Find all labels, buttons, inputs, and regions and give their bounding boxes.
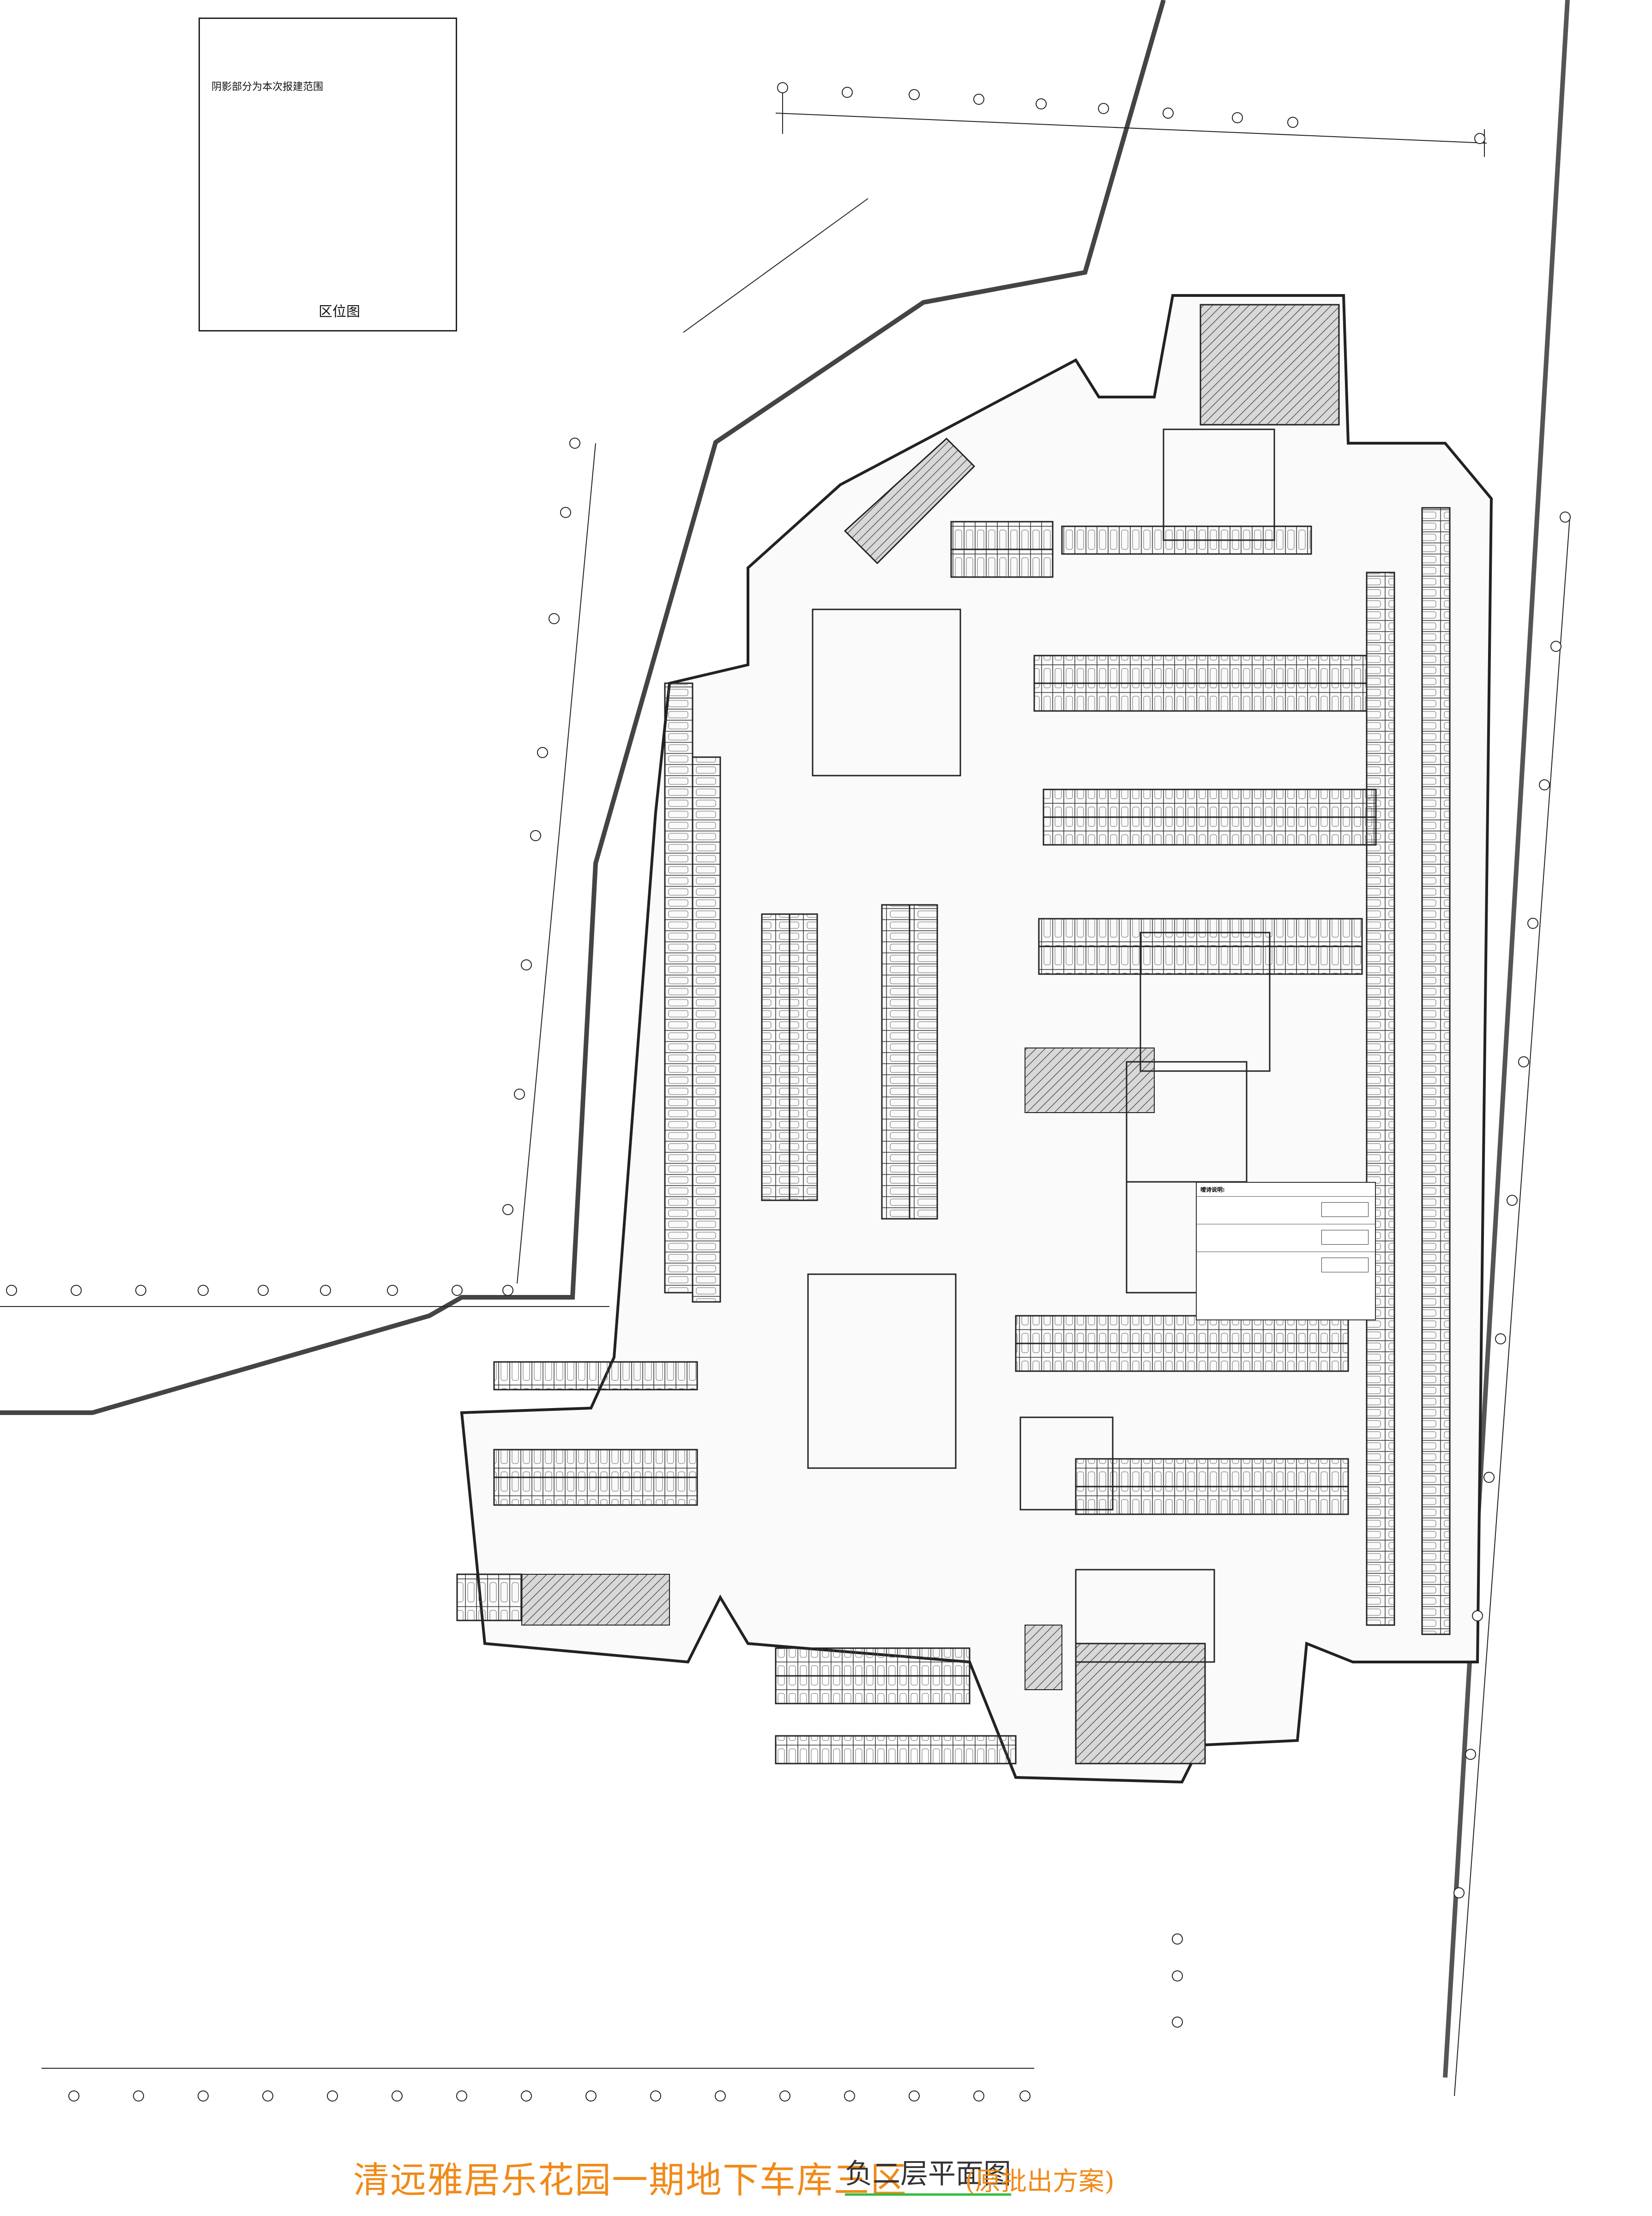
site-boundary-line	[0, 0, 1166, 1415]
legend-row	[1197, 1196, 1375, 1224]
hatched-bottom-left	[1025, 1625, 1062, 1690]
garage-outline	[460, 294, 1493, 1784]
legend-row	[1197, 1224, 1375, 1252]
grid-bubbles	[6, 82, 1571, 2102]
drawing-note: (原批出方案)	[965, 2167, 1115, 2197]
site-boundary-right	[1443, 0, 1570, 2078]
parking-rows	[456, 507, 1451, 1764]
key-plan-title: 区位图	[319, 304, 360, 320]
top-dimension	[775, 90, 1487, 157]
hatched-bottom-strip	[521, 1574, 670, 1626]
legend-symbol	[1321, 1230, 1369, 1245]
diagonal-dimension	[683, 198, 868, 333]
key-plan-box	[199, 18, 457, 331]
legend-row	[1197, 1252, 1375, 1279]
hatched-core-bottom	[1075, 1643, 1206, 1764]
drawing-title: 清远雅居乐花园一期地下车库三区	[353, 2160, 908, 2201]
legend-heading: 嗳诗说明:	[1200, 1186, 1225, 1193]
legend-symbol	[1321, 1202, 1369, 1217]
hatched-core-top	[1200, 304, 1340, 426]
legend-symbol	[1321, 1258, 1369, 1272]
core-rooms	[807, 428, 1275, 1663]
hatched-ramp-top	[844, 437, 976, 565]
key-plan-label: 阴影部分为本次报建范围	[211, 81, 324, 93]
hatched-core-mid	[1025, 1048, 1155, 1113]
drawing-subtitle: 负二层平面图	[845, 2151, 1011, 2196]
left-dimension	[0, 443, 1570, 2096]
legend-box: 嗳诗说明:	[1196, 1182, 1376, 1320]
